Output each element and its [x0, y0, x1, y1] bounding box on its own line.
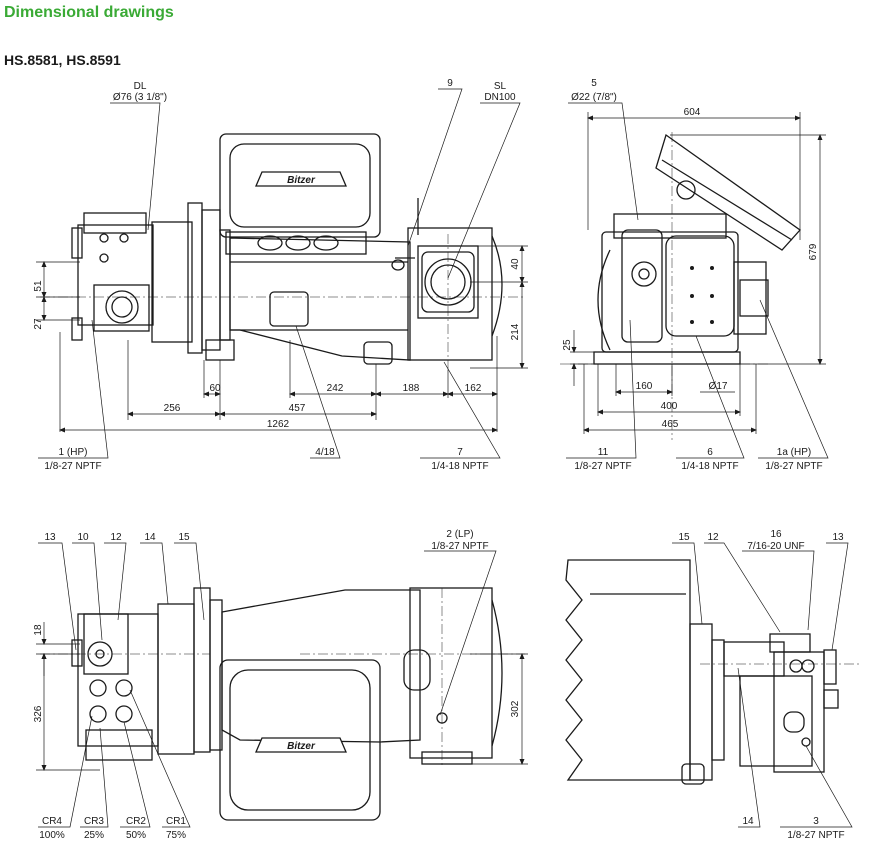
svg-text:18: 18 — [33, 624, 44, 636]
svg-text:CR2: CR2 — [126, 816, 146, 827]
svg-text:75%: 75% — [166, 830, 186, 841]
end-view-compressor-body — [593, 133, 801, 365]
svg-text:604: 604 — [684, 107, 701, 118]
svg-text:DL: DL — [134, 81, 147, 92]
svg-text:CR1: CR1 — [166, 816, 186, 827]
detail-view: 15 12 16 7/16-20 UNF 13 14 3 1/8-27 NPTF — [565, 529, 860, 841]
svg-text:1a (HP): 1a (HP) — [777, 447, 811, 458]
svg-text:679: 679 — [808, 243, 819, 260]
svg-text:10: 10 — [77, 532, 89, 543]
section-title: Dimensional drawings — [4, 4, 174, 21]
svg-text:242: 242 — [327, 383, 344, 394]
svg-text:40: 40 — [510, 258, 521, 270]
svg-text:16: 16 — [770, 529, 782, 540]
svg-text:214: 214 — [510, 323, 521, 340]
svg-text:1/8-27 NPTF: 1/8-27 NPTF — [574, 461, 631, 472]
end-view-dims: 604 679 25 160 Ø17 400 465 — [562, 107, 826, 434]
svg-text:4/18: 4/18 — [315, 447, 335, 458]
svg-text:256: 256 — [164, 403, 181, 414]
side-view-logo-text: Bitzer — [287, 175, 316, 186]
svg-text:14: 14 — [742, 816, 754, 827]
svg-text:160: 160 — [636, 381, 653, 392]
svg-text:SL: SL — [494, 81, 507, 92]
svg-text:1262: 1262 — [267, 419, 290, 430]
side-view-dims-vertical: 51 27 40 214 — [33, 245, 528, 369]
svg-text:Ø22 (7/8"): Ø22 (7/8") — [571, 92, 617, 103]
side-view-callouts: DL Ø76 (3 1/8") 9 SL DN100 1 (HP) 1/8-27… — [38, 78, 521, 472]
svg-text:457: 457 — [289, 403, 306, 414]
svg-text:326: 326 — [33, 705, 44, 722]
svg-text:60: 60 — [209, 383, 221, 394]
svg-text:6: 6 — [707, 447, 713, 458]
svg-text:50%: 50% — [126, 830, 146, 841]
top-view: Bitzer 18 326 302 13 10 12 14 15 — [33, 529, 528, 841]
top-view-compressor-body: Bitzer — [71, 587, 503, 821]
end-view: 604 679 25 160 Ø17 400 465 5 Ø22 (7/8") … — [560, 78, 829, 472]
svg-text:7/16-20 UNF: 7/16-20 UNF — [747, 541, 804, 552]
svg-text:1/4-18 NPTF: 1/4-18 NPTF — [431, 461, 488, 472]
svg-text:302: 302 — [510, 700, 521, 717]
svg-text:Ø17: Ø17 — [709, 381, 728, 392]
svg-text:1/8-27 NPTF: 1/8-27 NPTF — [431, 541, 488, 552]
top-view-logo-plate — [255, 737, 347, 753]
side-view-compressor-body: Bitzer — [71, 133, 503, 365]
detail-view-body — [565, 559, 839, 785]
svg-text:25%: 25% — [84, 830, 104, 841]
svg-text:CR4: CR4 — [42, 816, 62, 827]
svg-text:1 (HP): 1 (HP) — [59, 447, 88, 458]
svg-text:13: 13 — [832, 532, 844, 543]
top-view-logo-text: Bitzer — [287, 741, 316, 752]
svg-text:12: 12 — [707, 532, 719, 543]
svg-text:12: 12 — [110, 532, 122, 543]
svg-text:1/8-27 NPTF: 1/8-27 NPTF — [787, 830, 844, 841]
svg-text:CR3: CR3 — [84, 816, 104, 827]
svg-text:15: 15 — [178, 532, 190, 543]
end-view-callouts: 5 Ø22 (7/8") 11 1/8-27 NPTF 6 1/4-18 NPT… — [566, 78, 829, 472]
svg-text:15: 15 — [678, 532, 690, 543]
svg-text:188: 188 — [403, 383, 420, 394]
svg-text:3: 3 — [813, 816, 819, 827]
svg-text:5: 5 — [591, 78, 597, 89]
svg-text:51: 51 — [33, 280, 44, 292]
svg-text:7: 7 — [457, 447, 463, 458]
side-view-dims-horizontal: 60 242 188 162 256 457 1262 — [59, 332, 498, 433]
svg-text:400: 400 — [661, 401, 678, 412]
svg-text:2 (LP): 2 (LP) — [446, 529, 473, 540]
svg-text:Ø76 (3 1/8"): Ø76 (3 1/8") — [113, 92, 167, 103]
svg-text:13: 13 — [44, 532, 56, 543]
svg-text:465: 465 — [662, 419, 679, 430]
svg-text:100%: 100% — [39, 830, 65, 841]
svg-text:1/4-18 NPTF: 1/4-18 NPTF — [681, 461, 738, 472]
svg-text:27: 27 — [33, 318, 44, 330]
svg-text:14: 14 — [144, 532, 156, 543]
svg-text:1/8-27 NPTF: 1/8-27 NPTF — [765, 461, 822, 472]
side-view: Bitzer 51 27 — [33, 78, 528, 472]
svg-text:DN100: DN100 — [484, 92, 516, 103]
top-view-dims: 18 326 302 — [33, 622, 528, 771]
svg-text:11: 11 — [598, 447, 609, 458]
svg-text:25: 25 — [562, 339, 573, 351]
svg-text:9: 9 — [447, 78, 453, 89]
svg-text:162: 162 — [465, 383, 482, 394]
model-title: HS.8581, HS.8591 — [4, 52, 121, 68]
side-view-logo-plate — [255, 171, 347, 187]
svg-text:1/8-27 NPTF: 1/8-27 NPTF — [44, 461, 101, 472]
top-view-callouts: 13 10 12 14 15 2 (LP) 1/8-27 NPTF CR4 10… — [38, 529, 497, 841]
detail-view-callouts: 15 12 16 7/16-20 UNF 13 14 3 1/8-27 NPTF — [672, 529, 853, 841]
